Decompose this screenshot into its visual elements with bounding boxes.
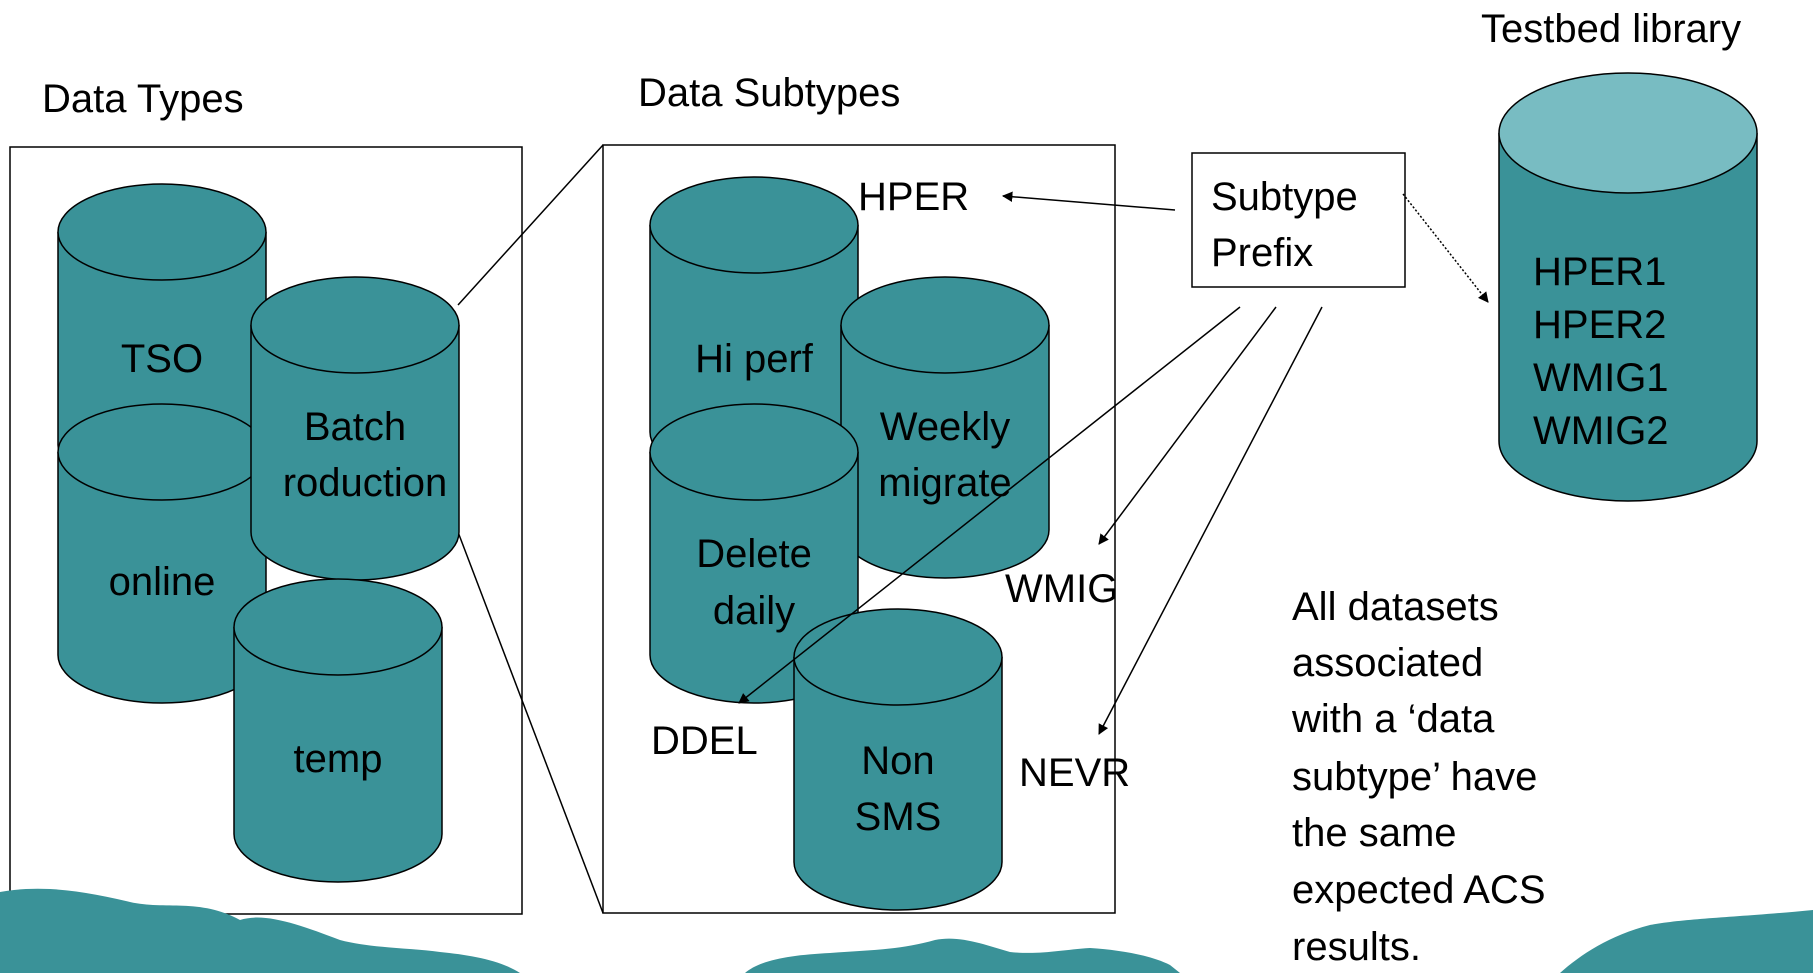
arrow-to-ddel: [738, 306, 1241, 704]
prefix-ddel: DDEL: [651, 719, 758, 763]
cylinder-hi-perf-label: Hi perf: [695, 337, 814, 381]
cylinder-weekly-migrate: Weekly migrate: [840, 276, 1050, 579]
arrow-to-library: [1402, 193, 1489, 303]
zoom-line-top: [457, 144, 604, 306]
note-line-5: the same: [1292, 811, 1457, 855]
prefix-nevr: NEVR: [1019, 751, 1130, 795]
prefix-wmig: WMIG: [1005, 567, 1118, 611]
cylinder-weekly-label-line2: migrate: [878, 461, 1011, 505]
cylinder-temp: temp: [233, 578, 443, 883]
ground-right: [1560, 910, 1813, 973]
library-item-3: WMIG1: [1533, 356, 1669, 400]
note-line-1: All datasets: [1292, 585, 1499, 629]
cylinder-tso-label: TSO: [121, 337, 203, 381]
note-line-7: results.: [1292, 925, 1421, 969]
library-item-2: HPER2: [1533, 303, 1666, 347]
note-line-2: associated: [1292, 641, 1483, 685]
data-subtypes-frame: [602, 144, 1116, 914]
note-line-3: with a ‘data: [1291, 697, 1495, 741]
arrow-to-hper: [1001, 191, 1176, 211]
subtype-prefix-line2: Prefix: [1211, 231, 1313, 275]
ground-middle: [745, 938, 1180, 973]
cylinder-delete-label-line1: Delete: [696, 532, 812, 576]
cylinder-non-sms: Non SMS: [793, 608, 1003, 911]
arrow-to-wmig: [1098, 306, 1277, 545]
testbed-library-cylinder: [1498, 72, 1758, 502]
cylinder-batch-label-line2: roduction: [283, 461, 448, 505]
arrow-to-nevr: [1098, 306, 1323, 735]
cylinder-temp-label: temp: [294, 737, 383, 781]
heading-testbed-library: Testbed library: [1481, 7, 1741, 51]
cylinder-delete-label-line2: daily: [713, 589, 795, 633]
prefix-hper: HPER: [858, 175, 969, 219]
cylinder-non-sms-label-line1: Non: [861, 739, 934, 783]
cylinder-weekly-label-line1: Weekly: [880, 405, 1010, 449]
zoom-line-bottom: [457, 531, 604, 914]
cylinder-batch-label-line1: Batch: [304, 405, 406, 449]
cylinder-non-sms-label-line2: SMS: [855, 795, 942, 839]
heading-data-subtypes: Data Subtypes: [638, 71, 900, 115]
subtype-prefix-line1: Subtype: [1211, 175, 1358, 219]
heading-data-types: Data Types: [42, 77, 244, 121]
note-line-4: subtype’ have: [1292, 755, 1537, 799]
cylinder-online-label: online: [109, 560, 216, 604]
note-line-6: expected ACS: [1292, 868, 1546, 912]
library-item-1: HPER1: [1533, 250, 1666, 294]
ground-left: [0, 888, 520, 973]
library-item-4: WMIG2: [1533, 409, 1669, 453]
subtype-prefix-box: [1191, 152, 1406, 288]
note-text: All datasets associated with a ‘data sub…: [1291, 585, 1546, 969]
cylinder-batch-production: Batch roduction: [250, 276, 460, 581]
data-types-frame: [9, 146, 523, 915]
